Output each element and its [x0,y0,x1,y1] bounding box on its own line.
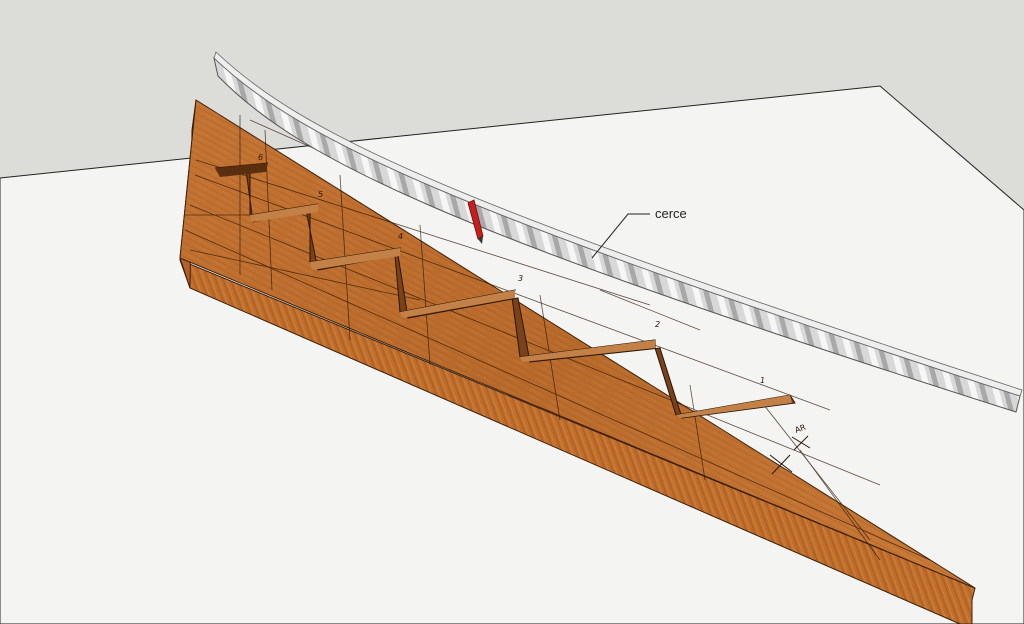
callout-label-cerce: cerce [655,206,687,221]
step-number-4: 4 [398,232,403,241]
step-number-2: 2 [655,320,660,329]
step-number-3: 3 [518,274,523,283]
step-number-1: 1 [760,376,765,385]
cerce-batten [213,51,1023,413]
mark-label: AR [794,422,808,434]
callout-leader [591,213,650,259]
cross-marks [769,435,811,475]
step-number-5: 5 [318,190,323,199]
step-number-6: 6 [258,153,263,162]
stair-notches [214,162,796,419]
board-grain [180,100,975,588]
pencil [467,199,484,244]
